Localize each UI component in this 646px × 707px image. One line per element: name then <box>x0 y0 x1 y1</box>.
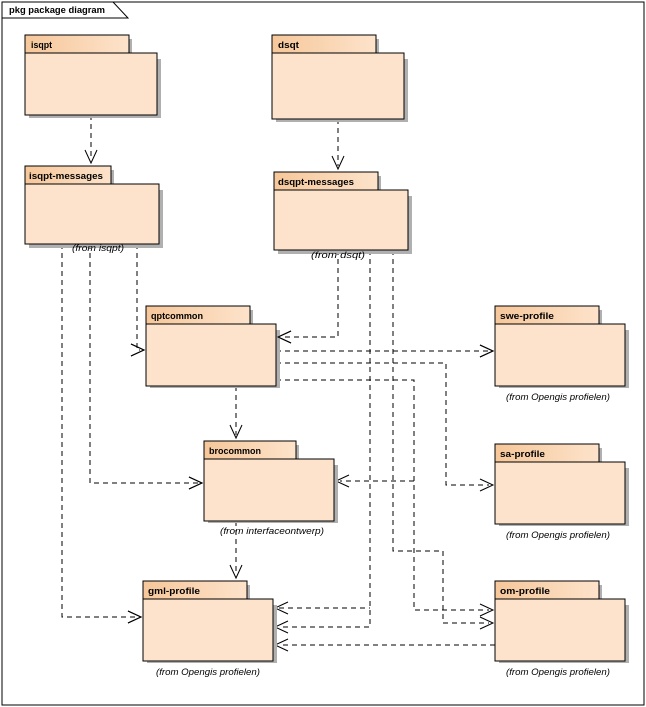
package-label: om-profile <box>500 586 550 596</box>
packages-layer: isqpt dsqt isqpt-messages (from isqpt) d… <box>24 34 629 677</box>
dep-dsqpt-messages-to-om-profile <box>392 250 495 630</box>
dep-qptcommon-to-sa-profile <box>276 362 495 492</box>
package-label: isqpt-messages <box>29 171 103 181</box>
package-dsqt[interactable]: dsqt <box>271 34 408 122</box>
package-gml-profile[interactable]: gml-profile (from Opengis profielen) <box>142 580 277 677</box>
package-label: swe-profile <box>500 311 554 321</box>
dep-dsqt-to-dsqpt-messages <box>331 119 345 171</box>
package-from-label: (from Opengis profielen) <box>506 392 610 402</box>
package-label: dsqpt-messages <box>278 177 354 187</box>
package-from-label: (from dsqt) <box>311 250 365 260</box>
package-from-label: (from Opengis profielen) <box>156 667 260 677</box>
package-label: sa-profile <box>500 449 545 459</box>
package-from-label: (from interfaceontwerp) <box>220 526 324 536</box>
package-brocommon[interactable]: brocommon (from interfaceontwerp) <box>203 440 338 536</box>
package-label: isqpt <box>31 40 52 50</box>
package-sa-profile[interactable]: sa-profile (from Opengis profielen) <box>494 443 629 540</box>
package-label: dsqt <box>278 40 299 50</box>
package-from-label: (from Opengis profielen) <box>506 530 610 540</box>
package-label: gml-profile <box>148 586 200 596</box>
package-label: qptcommon <box>151 311 203 321</box>
package-from-label: (from isqpt) <box>72 243 124 253</box>
arrowheads-overlay <box>127 330 495 624</box>
frame-title: pkg package diagram <box>9 5 105 15</box>
package-label: brocommon <box>209 446 261 456</box>
dep-qptcommon-to-brocommon <box>229 386 243 440</box>
package-from-label: (from Opengis profielen) <box>506 667 610 677</box>
package-swe-profile[interactable]: swe-profile (from Opengis profielen) <box>494 305 629 402</box>
package-isqpt-messages[interactable]: isqpt-messages (from isqpt) <box>24 165 163 253</box>
package-om-profile[interactable]: om-profile (from Opengis profielen) <box>494 580 629 677</box>
package-qptcommon[interactable]: qptcommon <box>145 305 280 388</box>
package-isqpt[interactable]: isqpt <box>24 34 161 118</box>
dep-brocommon-to-gml-profile <box>229 521 243 580</box>
package-dsqpt-messages[interactable]: dsqpt-messages (from dsqt) <box>273 171 412 260</box>
dep-qptcommon-to-om-profile <box>276 379 495 617</box>
dep-isqpt-to-isqpt-messages <box>84 115 98 165</box>
